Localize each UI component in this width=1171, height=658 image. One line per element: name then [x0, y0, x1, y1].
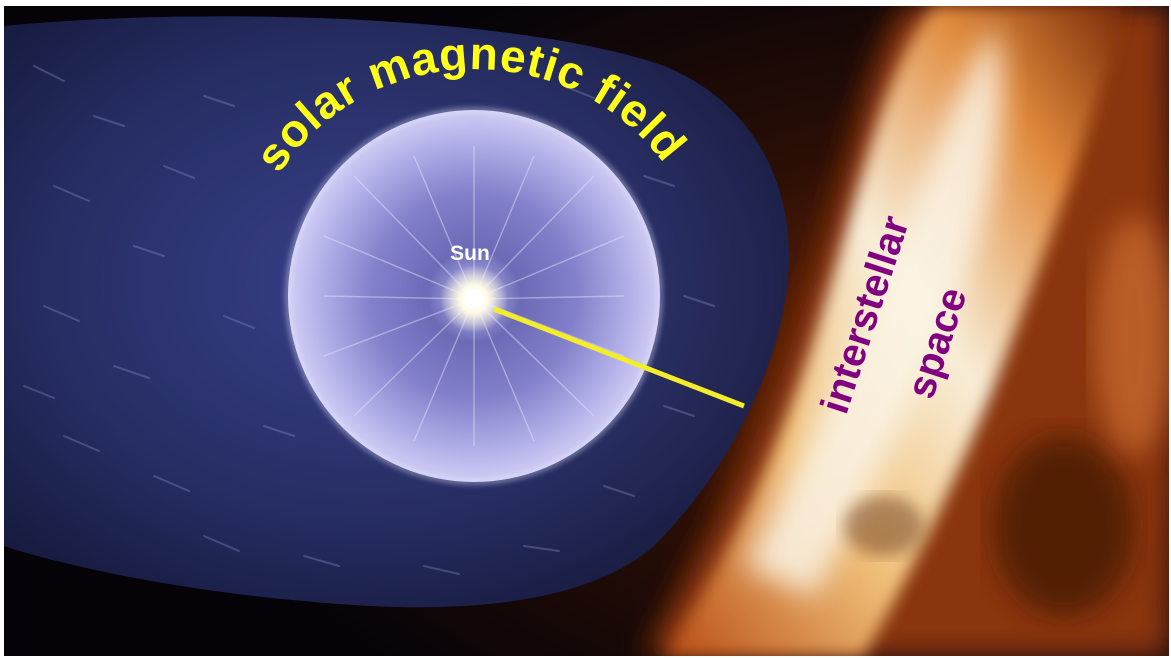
- heliosphere-illustration: Sun solar magnetic field interstellar sp…: [4, 6, 1169, 656]
- field-streaks: [23, 65, 715, 575]
- sun-label: Sun: [450, 242, 490, 265]
- illustration-canvas: Sun solar magnetic field interstellar sp…: [4, 6, 1169, 656]
- interstellar-plasma: [644, 6, 1169, 656]
- sun-core: [464, 289, 484, 309]
- radius-pointer-line: [493, 306, 745, 409]
